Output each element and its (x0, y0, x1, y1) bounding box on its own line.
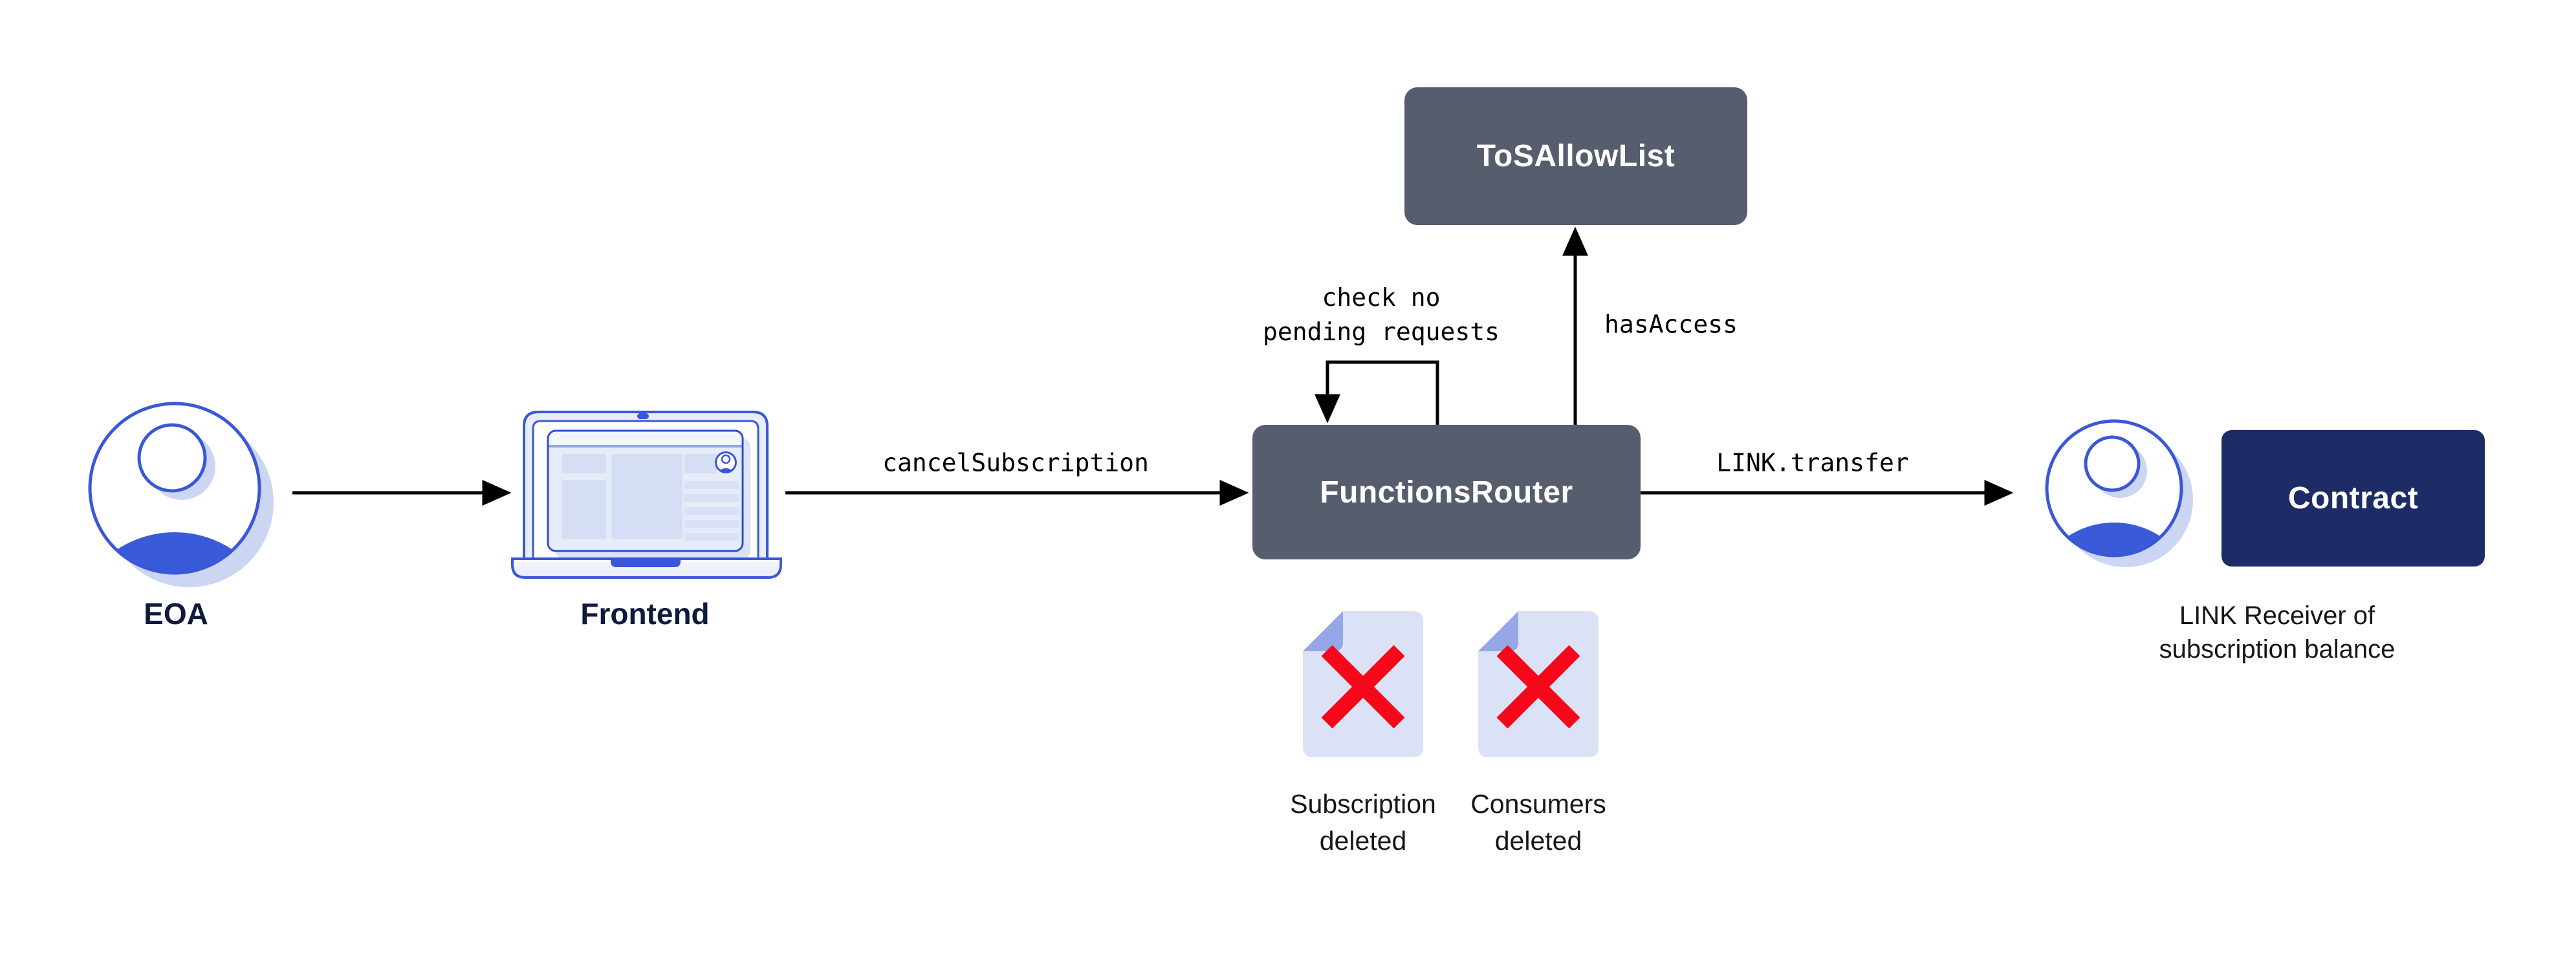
check-pending-line1: check no (1322, 283, 1441, 312)
contract-label: Contract (2287, 481, 2419, 515)
subscription-deleted-line2: deleted (1319, 826, 1407, 856)
consumers-deleted-line2: deleted (1494, 826, 1582, 856)
link-receiver-label: LINK Receiver of subscription balance (2159, 599, 2396, 666)
eoa-label: EOA (144, 597, 208, 631)
red-x-icon (1496, 645, 1580, 729)
link-receiver-line1: LINK Receiver of (2179, 601, 2375, 630)
contract-node: Contract (2221, 430, 2485, 567)
link-receiver-line2: subscription balance (2159, 635, 2396, 664)
cancel-subscription-edge-label: cancelSubscription (882, 448, 1149, 477)
check-pending-edge-label: check no pending requests (1263, 281, 1500, 349)
consumers-deleted-doc-icon (1478, 611, 1599, 757)
browser-user-avatar-icon (715, 451, 737, 473)
has-access-edge-label: hasAccess (1604, 310, 1738, 339)
red-x-icon (1321, 645, 1405, 729)
eoa-avatar-icon (88, 402, 274, 587)
tos-allow-list-node: ToSAllowList (1404, 87, 1747, 225)
subscription-deleted-label: Subscription deleted (1290, 786, 1436, 859)
subscription-deleted-doc-icon (1303, 611, 1423, 757)
check-pending-line2: pending requests (1262, 318, 1500, 346)
consumers-deleted-label: Consumers deleted (1470, 786, 1606, 859)
arrow-router-self-loop (1315, 360, 1439, 425)
functions-router-label: FunctionsRouter (1320, 475, 1573, 510)
frontend-laptop-icon (511, 411, 782, 579)
link-receiver-avatar-icon (2045, 419, 2193, 567)
tos-allow-list-label: ToSAllowList (1476, 139, 1675, 173)
link-transfer-edge-label: LINK.transfer (1716, 448, 1909, 477)
consumers-deleted-line1: Consumers (1470, 789, 1606, 819)
subscription-deleted-line1: Subscription (1290, 789, 1436, 819)
frontend-label: Frontend (580, 597, 710, 631)
functions-router-node: FunctionsRouter (1252, 425, 1641, 559)
laptop-camera-icon (637, 413, 649, 419)
